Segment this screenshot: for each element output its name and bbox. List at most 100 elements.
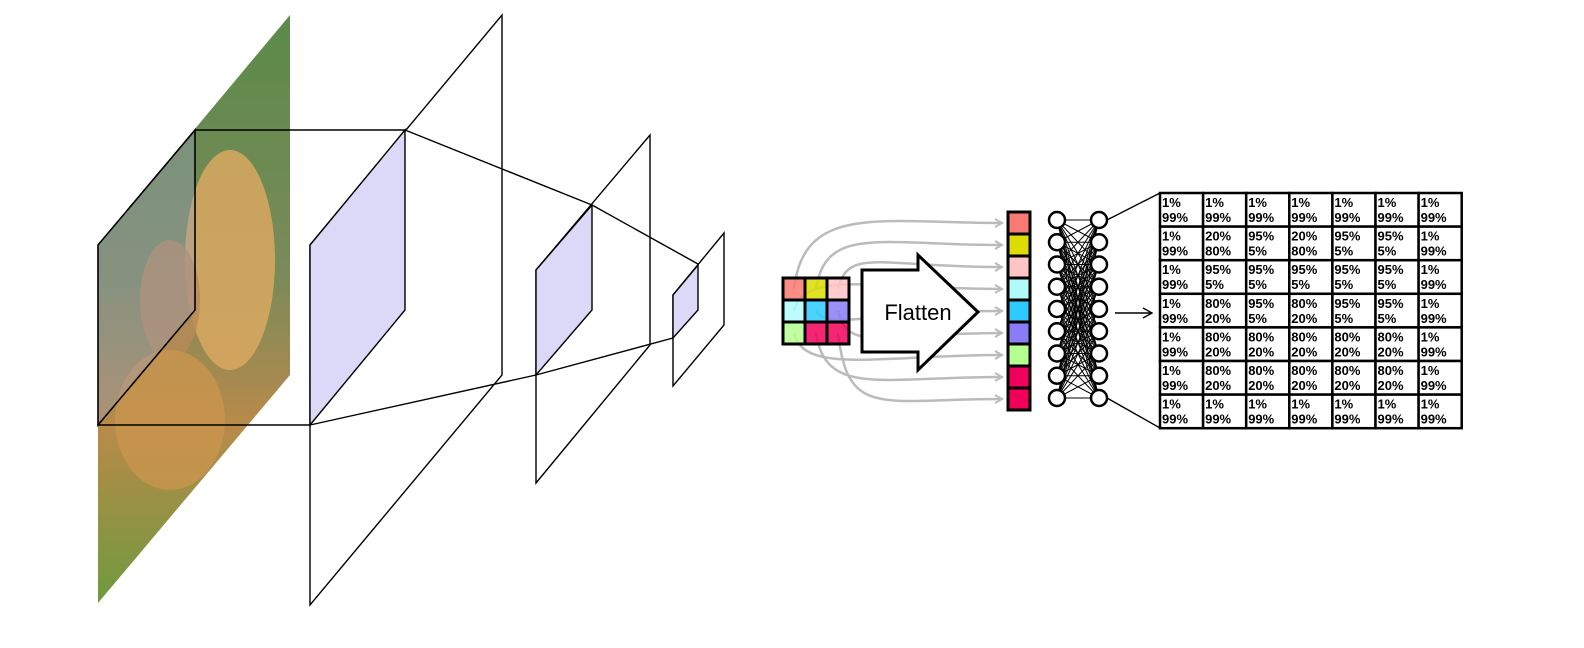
prob-bottom: 5% — [1205, 277, 1224, 292]
prob-top: 1% — [1334, 195, 1353, 210]
prob-top: 1% — [1162, 397, 1181, 412]
connection — [1056, 353, 1100, 399]
receptive-field — [97, 127, 405, 428]
prob-top: 1% — [1162, 363, 1181, 378]
output-cell — [1288, 393, 1334, 430]
output-cell — [1417, 359, 1463, 396]
neuron — [1089, 322, 1109, 341]
flattened-cell — [1006, 386, 1032, 412]
output-cell — [1374, 225, 1420, 262]
prob-bottom: 5% — [1291, 277, 1310, 292]
flatten-curve — [792, 221, 1002, 290]
prob-bottom: 99% — [1378, 210, 1404, 225]
prob-bottom: 99% — [1248, 210, 1274, 225]
prob-top: 1% — [1421, 262, 1440, 277]
prob-bottom: 99% — [1421, 378, 1447, 393]
feature-cell — [803, 320, 829, 346]
flattened-cell — [1006, 210, 1032, 236]
connection — [1056, 219, 1100, 399]
prob-top: 95% — [1378, 229, 1404, 244]
prob-bottom: 99% — [1421, 311, 1447, 326]
flattened-cell — [1006, 342, 1032, 368]
feature-cell — [781, 276, 807, 302]
prob-bottom: 20% — [1378, 378, 1404, 393]
prob-bottom: 20% — [1291, 378, 1317, 393]
output-cell — [1417, 225, 1463, 262]
input-image — [98, 15, 290, 603]
feature-cell — [803, 298, 829, 324]
flatten-arrow: Flatten — [860, 251, 981, 374]
flattened-cell — [1006, 320, 1032, 346]
prob-top: 1% — [1421, 195, 1440, 210]
prob-top: 95% — [1334, 262, 1360, 277]
prob-top: 95% — [1291, 262, 1317, 277]
prob-top: 80% — [1205, 296, 1231, 311]
flatten-curve — [814, 242, 1002, 290]
prob-bottom: 20% — [1205, 378, 1231, 393]
prob-bottom: 99% — [1421, 210, 1447, 225]
prob-bottom: 20% — [1378, 344, 1404, 359]
prob-bottom: 99% — [1291, 412, 1317, 427]
neuron — [1047, 255, 1067, 274]
prob-top: 95% — [1378, 262, 1404, 277]
prob-bottom: 20% — [1291, 311, 1317, 326]
prob-top: 80% — [1378, 363, 1404, 378]
prob-top: 1% — [1421, 363, 1440, 378]
prob-bottom: 80% — [1205, 244, 1231, 259]
prob-top: 80% — [1291, 329, 1317, 344]
prob-top: 80% — [1248, 329, 1274, 344]
output-connectors — [1106, 192, 1161, 429]
output-cell — [1288, 191, 1334, 228]
prob-bottom: 20% — [1334, 344, 1360, 359]
prob-top: 1% — [1378, 195, 1397, 210]
prob-top: 95% — [1378, 296, 1404, 311]
prob-bottom: 99% — [1162, 210, 1188, 225]
feature-cell — [781, 320, 807, 346]
feature-cell — [825, 276, 851, 302]
kernel-region-1 — [309, 128, 406, 427]
prob-top: 95% — [1248, 229, 1274, 244]
prob-top: 95% — [1248, 296, 1274, 311]
output-cell — [1331, 393, 1377, 430]
prob-top: 1% — [1162, 329, 1181, 344]
prob-top: 1% — [1378, 397, 1397, 412]
prob-top: 1% — [1205, 397, 1224, 412]
flattened-cell — [1006, 298, 1032, 324]
prob-top: 1% — [1162, 296, 1181, 311]
flatten-curve — [836, 261, 1002, 290]
prob-top: 1% — [1421, 296, 1440, 311]
prob-bottom: 99% — [1248, 412, 1274, 427]
prob-top: 95% — [1334, 296, 1360, 311]
output-cell — [1374, 393, 1420, 430]
neuron — [1089, 299, 1109, 319]
connection — [1056, 330, 1100, 399]
prob-bottom: 20% — [1334, 378, 1360, 393]
prob-bottom: 5% — [1248, 277, 1267, 292]
prob-top: 80% — [1205, 363, 1231, 378]
prob-top: 20% — [1205, 229, 1231, 244]
prob-bottom: 99% — [1334, 210, 1360, 225]
feature-map-1 — [309, 13, 593, 607]
prob-bottom: 99% — [1162, 311, 1188, 326]
prob-top: 1% — [1162, 262, 1181, 277]
prob-top: 80% — [1334, 363, 1360, 378]
neuron — [1047, 277, 1067, 296]
feature-grid-3x3 — [781, 276, 851, 346]
prob-top: 80% — [1205, 329, 1231, 344]
connection — [1056, 308, 1100, 399]
prob-bottom: 80% — [1291, 244, 1317, 259]
feature-cell — [781, 298, 807, 324]
output-cell — [1158, 292, 1205, 329]
neuron — [1089, 344, 1109, 363]
prob-bottom: 20% — [1205, 311, 1231, 326]
prob-bottom: 99% — [1162, 412, 1188, 427]
prob-top: 1% — [1162, 195, 1181, 210]
feature-cell — [825, 298, 851, 324]
neuron — [1089, 233, 1109, 252]
output-cell — [1417, 393, 1463, 430]
prob-top: 95% — [1248, 262, 1274, 277]
prob-top: 95% — [1205, 262, 1231, 277]
neuron — [1047, 322, 1067, 341]
neuron — [1089, 388, 1109, 408]
prob-bottom: 99% — [1205, 412, 1231, 427]
